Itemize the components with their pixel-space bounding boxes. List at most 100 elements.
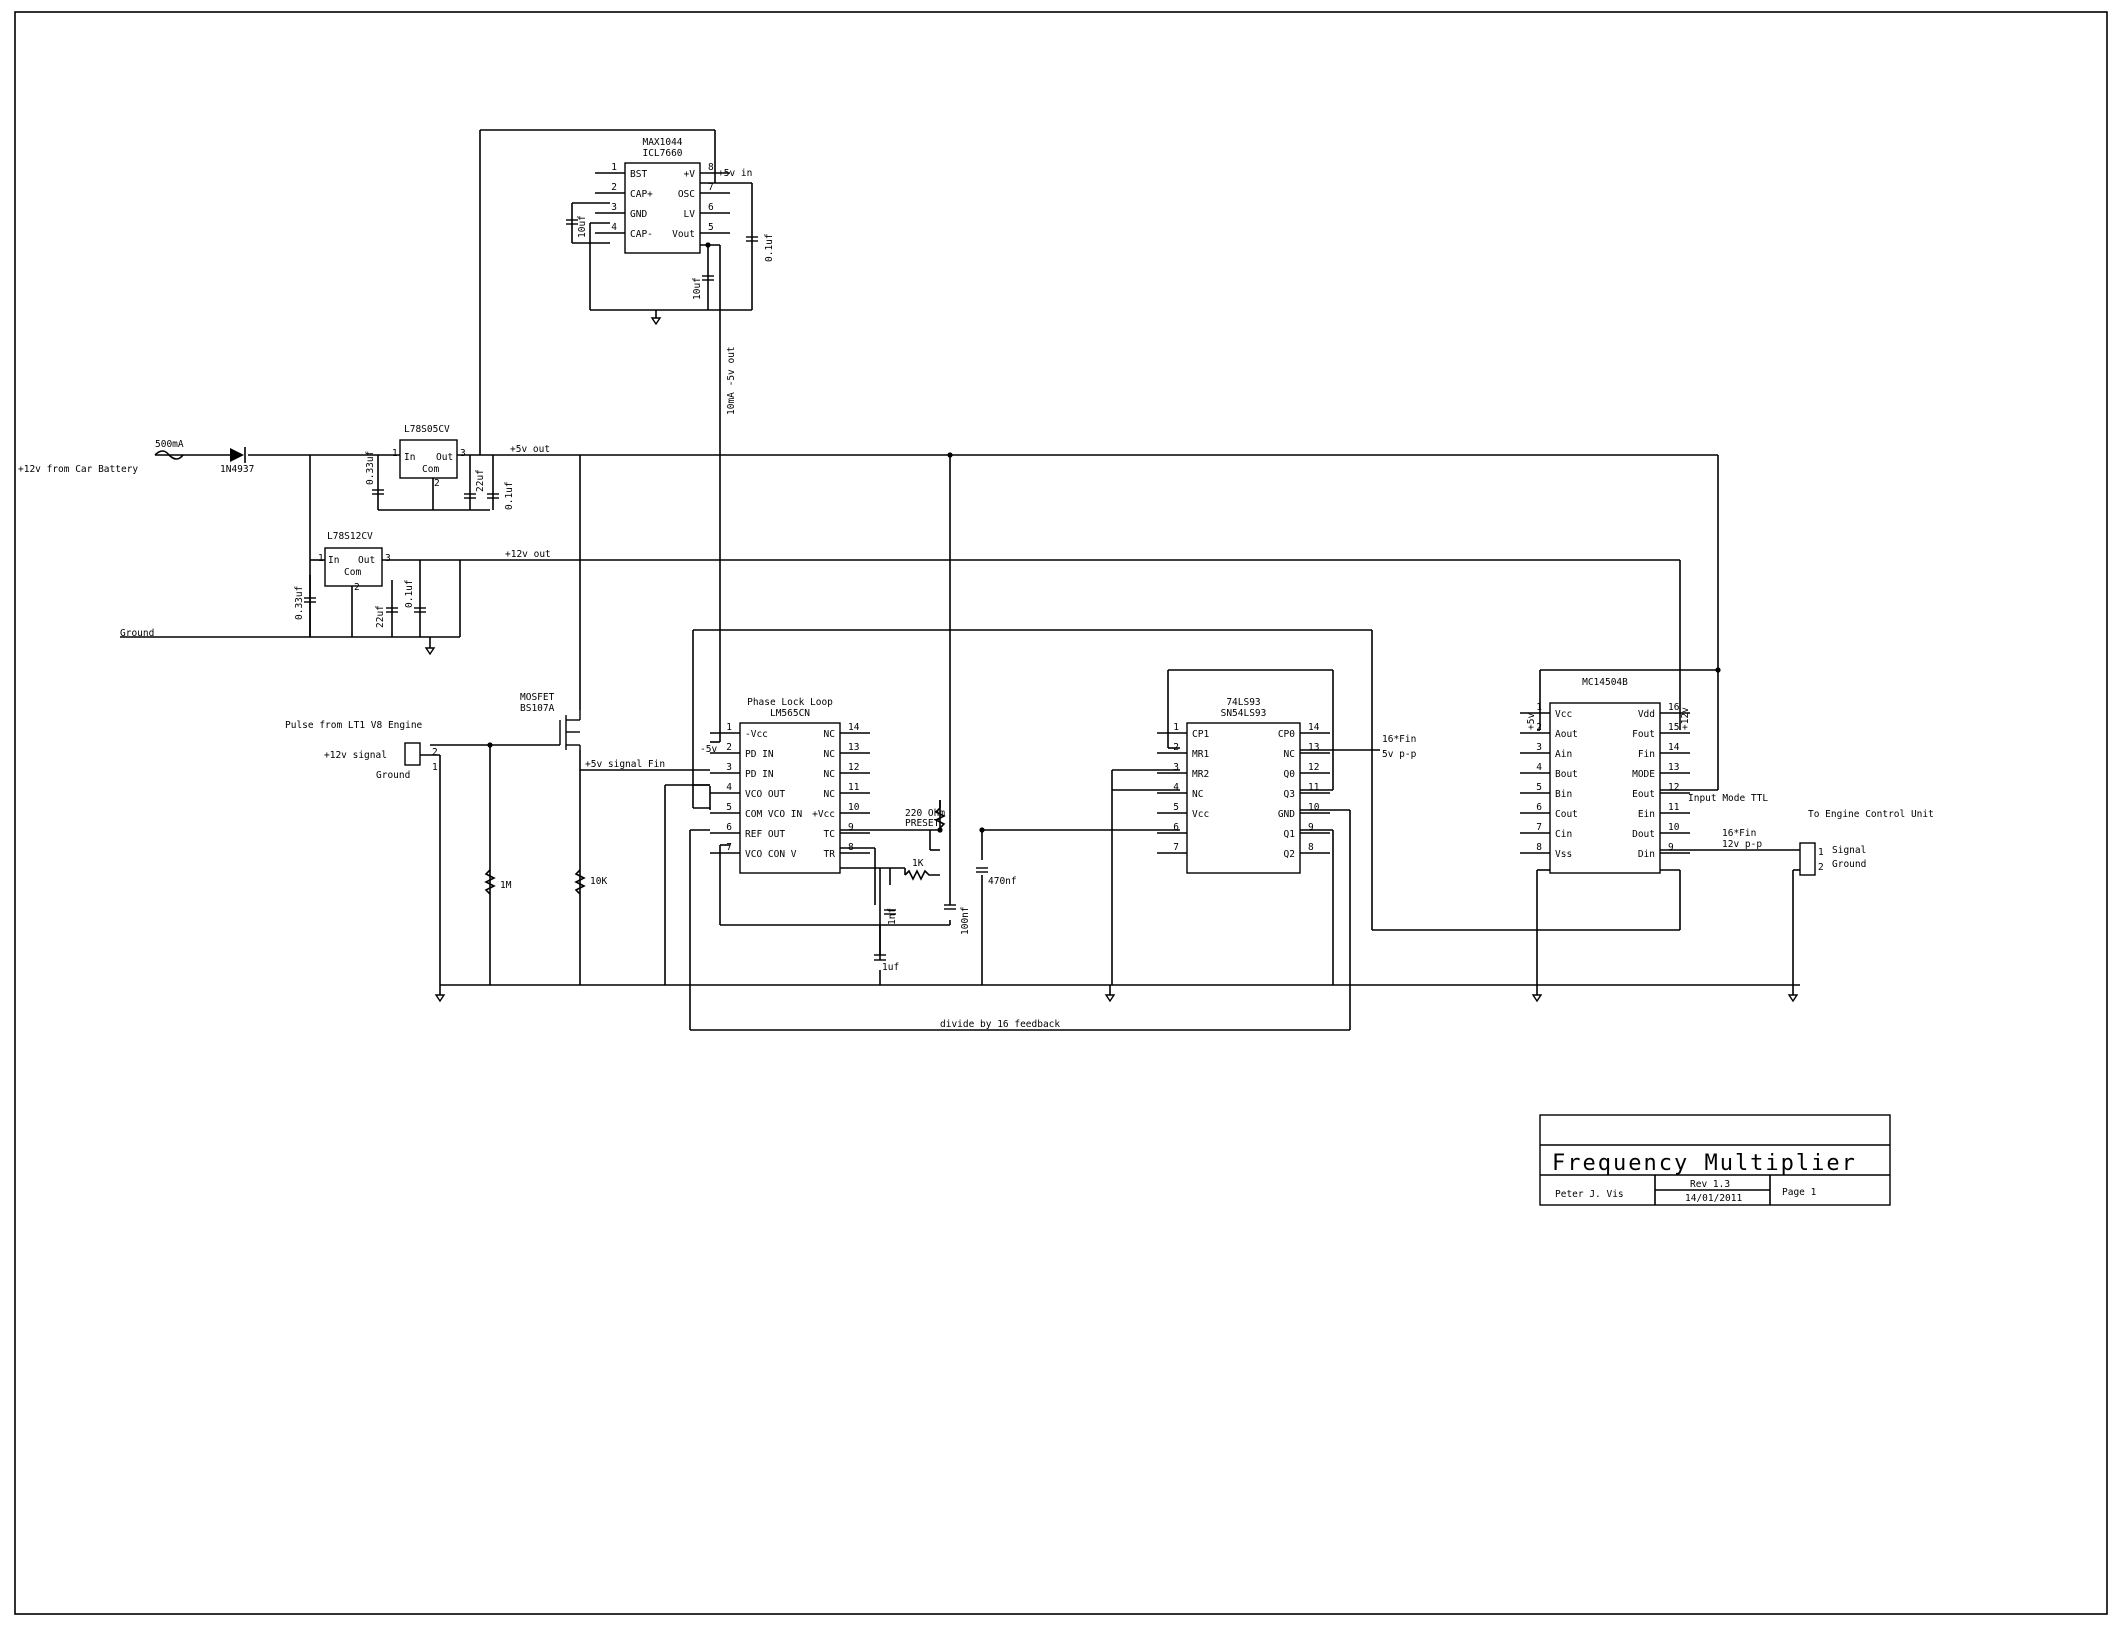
chip-part: SN54LS93	[1221, 708, 1267, 719]
chip-pin-number: 10	[848, 802, 860, 813]
chip-pin-number: 1	[611, 162, 617, 173]
chip-pin-number: 10	[1308, 802, 1320, 813]
chip-pin-number: 11	[1668, 802, 1680, 813]
chip-pin-number: 2	[1173, 742, 1179, 753]
c-033a-label: 0.33uf	[365, 451, 376, 485]
c-22a-label: 22uf	[475, 469, 486, 492]
regulator-l78s12: L78S12CV In Out Com 1 3 2	[318, 531, 391, 593]
preset-label: PRESET	[905, 818, 940, 829]
chip-pin-number: 5	[1536, 782, 1542, 793]
preset-value-label: 220 Ohm	[905, 808, 945, 819]
chip-pin-number: 4	[1536, 762, 1542, 773]
chip-body	[624, 162, 701, 254]
chip-pin-number: 15	[1668, 722, 1679, 733]
c-100nf-label: 100nf	[960, 906, 971, 935]
chip-pin-number: 6	[1173, 822, 1179, 833]
sig12-label: +12v signal	[324, 750, 387, 761]
chip-mc14504b: MC14504B1Vcc2Aout3Ain4Bout5Bin6Cout7Cin8…	[1520, 677, 1690, 874]
chip-pin-label: REF OUT	[745, 829, 785, 840]
chip-pin-number: 14	[1668, 742, 1680, 753]
chip-pin-label: Vcc	[1555, 709, 1572, 720]
chip-pin-label: Vout	[672, 229, 695, 240]
chip-pin-number: 8	[1536, 842, 1542, 853]
chip-pin-number: 2	[1536, 722, 1542, 733]
chip-pin-label: Cout	[1555, 809, 1578, 820]
chip-pin-number: 11	[848, 782, 860, 793]
conn-pin-label: 1	[1818, 847, 1824, 858]
neg5out-label: 10mA -5v out	[726, 346, 737, 415]
author-text: Peter J. Vis	[1555, 1189, 1624, 1200]
chip-pin-number: 1	[1536, 702, 1542, 713]
gnd-conn-label: Ground	[376, 770, 410, 781]
fuse-symbol	[154, 450, 184, 460]
conn-pin-label: 2	[432, 747, 438, 758]
chip-name: MAX1044	[642, 137, 682, 148]
chip-pin-label: Ein	[1638, 809, 1655, 820]
chip-pin-number: 9	[1308, 822, 1314, 833]
input-connector	[404, 742, 421, 766]
chip-pin-label: VCO OUT	[745, 789, 785, 800]
svg-text:3: 3	[460, 448, 466, 459]
chip-body	[739, 722, 841, 874]
c-033b-label: 0.33uf	[294, 586, 305, 620]
chip-pin-label: NC	[824, 769, 835, 780]
chip-pin-label: Q3	[1284, 789, 1295, 800]
sheet-border	[14, 11, 2108, 1615]
chip-pin-number: 4	[611, 222, 617, 233]
chip-pin-number: 1	[726, 722, 732, 733]
wires	[120, 129, 1800, 1031]
neg5-label: -5v	[700, 744, 717, 755]
chip-pin-label: Cin	[1555, 829, 1572, 840]
chip-74ls93: 74LS93SN54LS931CP12MR13MR24NC5Vcc6714CP0…	[1157, 697, 1330, 874]
chip-pin-label: BST	[630, 169, 647, 180]
fuse-label: 500mA	[155, 439, 184, 450]
chip-pin-label: PD IN	[745, 749, 774, 760]
diode-label: 1N4937	[220, 464, 254, 475]
chip-pin-number: 7	[1173, 842, 1179, 853]
svg-text:1: 1	[392, 448, 398, 459]
mosfet-type-label: MOSFET	[520, 692, 555, 703]
c-470nf-label: 470nf	[988, 876, 1017, 887]
r10k-label: 10K	[590, 876, 607, 887]
chip-pin-label: +Vcc	[812, 809, 835, 820]
chip-pin-number: 6	[1536, 802, 1542, 813]
chip-pin-number: 7	[1536, 822, 1542, 833]
chip-pin-label: MR2	[1192, 769, 1209, 780]
svg-text:In: In	[404, 452, 415, 463]
chip-max1044: MAX1044ICL76601BST2CAP+3GND4CAP-8+V7OSC6…	[595, 137, 730, 254]
chip-pin-label: COM VCO IN	[745, 809, 802, 820]
chip-pin-label: PD IN	[745, 769, 774, 780]
chip-pin-number: 8	[1308, 842, 1314, 853]
pulse-label: Pulse from LT1 V8 Engine	[285, 720, 423, 731]
regulator-l78s05: L78S05CV In Out Com 1 3 2	[392, 424, 466, 489]
chip-pin-label: Din	[1638, 849, 1655, 860]
resistors	[484, 807, 946, 895]
conn-pin-label: 1	[432, 762, 438, 773]
chip-pin-label: Aout	[1555, 729, 1578, 740]
out12-label: +12v out	[505, 549, 551, 560]
chip-pin-number: 8	[708, 162, 714, 173]
chip-pin-number: 3	[1536, 742, 1542, 753]
r1k-label: 1K	[912, 858, 924, 869]
chip-part: ICL7660	[642, 148, 682, 159]
chip-part: LM565CN	[770, 708, 810, 719]
chip-pin-label: Ain	[1555, 749, 1572, 760]
chip-pin-number: 1	[1173, 722, 1179, 733]
mosfet-part-label: BS107A	[520, 703, 555, 714]
svg-text:2: 2	[354, 582, 360, 593]
svg-text:3: 3	[385, 553, 391, 564]
ecu-signal-label: Signal	[1832, 845, 1866, 856]
chip-pin-number: 12	[1668, 782, 1679, 793]
sig5-label: +5v signal Fin	[585, 759, 665, 770]
chip-pin-number: 2	[726, 742, 732, 753]
chip-pin-label: LV	[684, 209, 696, 220]
chip-pin-label: Q1	[1284, 829, 1296, 840]
svg-text:2: 2	[434, 478, 440, 489]
out16-label: 16*Fin	[1722, 828, 1756, 839]
chip-pin-number: 11	[1308, 782, 1320, 793]
svg-text:Com: Com	[422, 464, 439, 475]
chip-pin-label: OSC	[678, 189, 695, 200]
